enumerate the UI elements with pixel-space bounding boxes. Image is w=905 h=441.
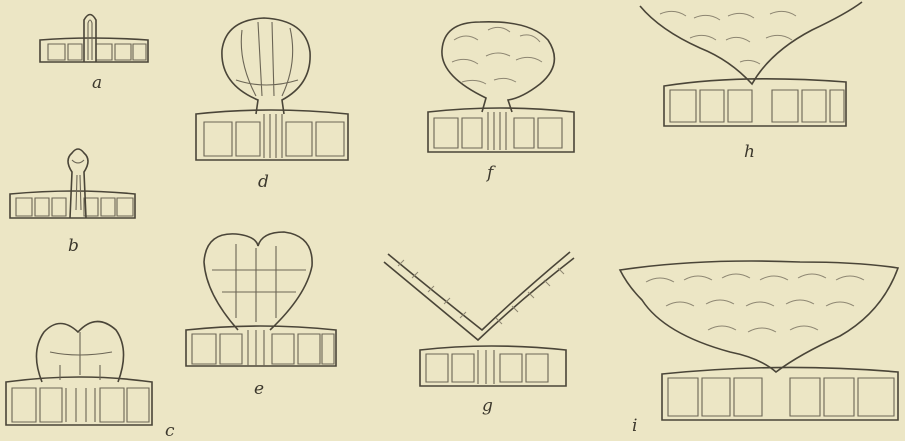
figure-h [640,2,862,126]
figure-g [384,252,574,386]
figure-a [40,15,148,63]
figure-b [10,149,135,218]
figure-i [620,261,898,420]
figure-c [6,321,152,425]
label-f: f [487,163,493,183]
label-h: h [744,142,755,162]
figure-d [196,18,348,160]
figure-e [186,232,336,366]
figure-f [428,22,574,152]
label-b: b [68,236,79,256]
label-d: d [258,172,269,192]
label-e: e [254,379,264,399]
label-c: c [165,421,175,441]
label-i: i [632,416,637,436]
label-a: a [92,73,102,93]
label-g: g [482,396,493,416]
